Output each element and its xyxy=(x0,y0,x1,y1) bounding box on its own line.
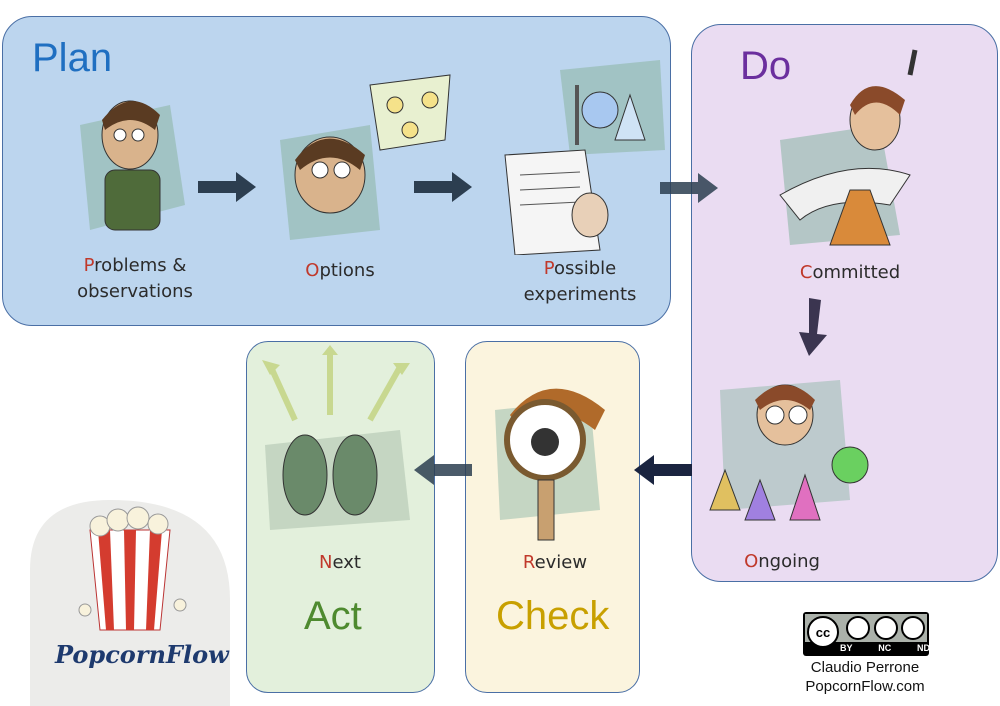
stage-review: Review xyxy=(522,552,588,573)
plan-title: Plan xyxy=(32,36,113,80)
stage-ongoing: Ongoing xyxy=(744,551,820,572)
act-title: Act xyxy=(304,594,362,638)
svg-text:cc: cc xyxy=(816,625,830,640)
check-title: Check xyxy=(496,594,610,638)
arrow-options-to-experiments xyxy=(414,172,472,202)
ongoing-scientist-illustration xyxy=(709,380,869,521)
do-title: Do xyxy=(740,44,792,88)
popcornflow-logo-text: PopcornFlow xyxy=(55,640,229,669)
thinking-man-illustration xyxy=(80,100,185,231)
committed-scientist-illustration xyxy=(779,49,918,246)
credit-text: Claudio Perrone PopcornFlow.com xyxy=(790,658,940,696)
site-name: PopcornFlow.com xyxy=(805,678,925,695)
license-badge-labels: BY NC ND xyxy=(840,643,930,653)
arrow-committed-to-ongoing xyxy=(799,298,827,356)
stage-options: Options xyxy=(305,260,375,281)
stage-problems-observations: Problems & observations xyxy=(77,255,193,302)
next-boots-illustration xyxy=(262,345,410,530)
popcorn-logo-background xyxy=(30,500,230,706)
options-man-illustration xyxy=(280,74,451,240)
arrow-plan-to-do xyxy=(660,173,718,203)
author-name: Claudio Perrone xyxy=(810,659,920,676)
arrow-problems-to-options xyxy=(198,172,256,202)
stage-next: Next xyxy=(319,552,361,573)
arrow-do-to-check xyxy=(634,455,692,485)
experiments-illustration xyxy=(504,60,665,255)
cc-license-badge: cc xyxy=(803,612,929,656)
arrow-check-to-act xyxy=(414,455,472,485)
stage-committed: Committed xyxy=(799,262,901,283)
stage-possible-experiments: Possible experiments xyxy=(523,258,637,305)
review-magnifier-illustration xyxy=(495,388,605,541)
